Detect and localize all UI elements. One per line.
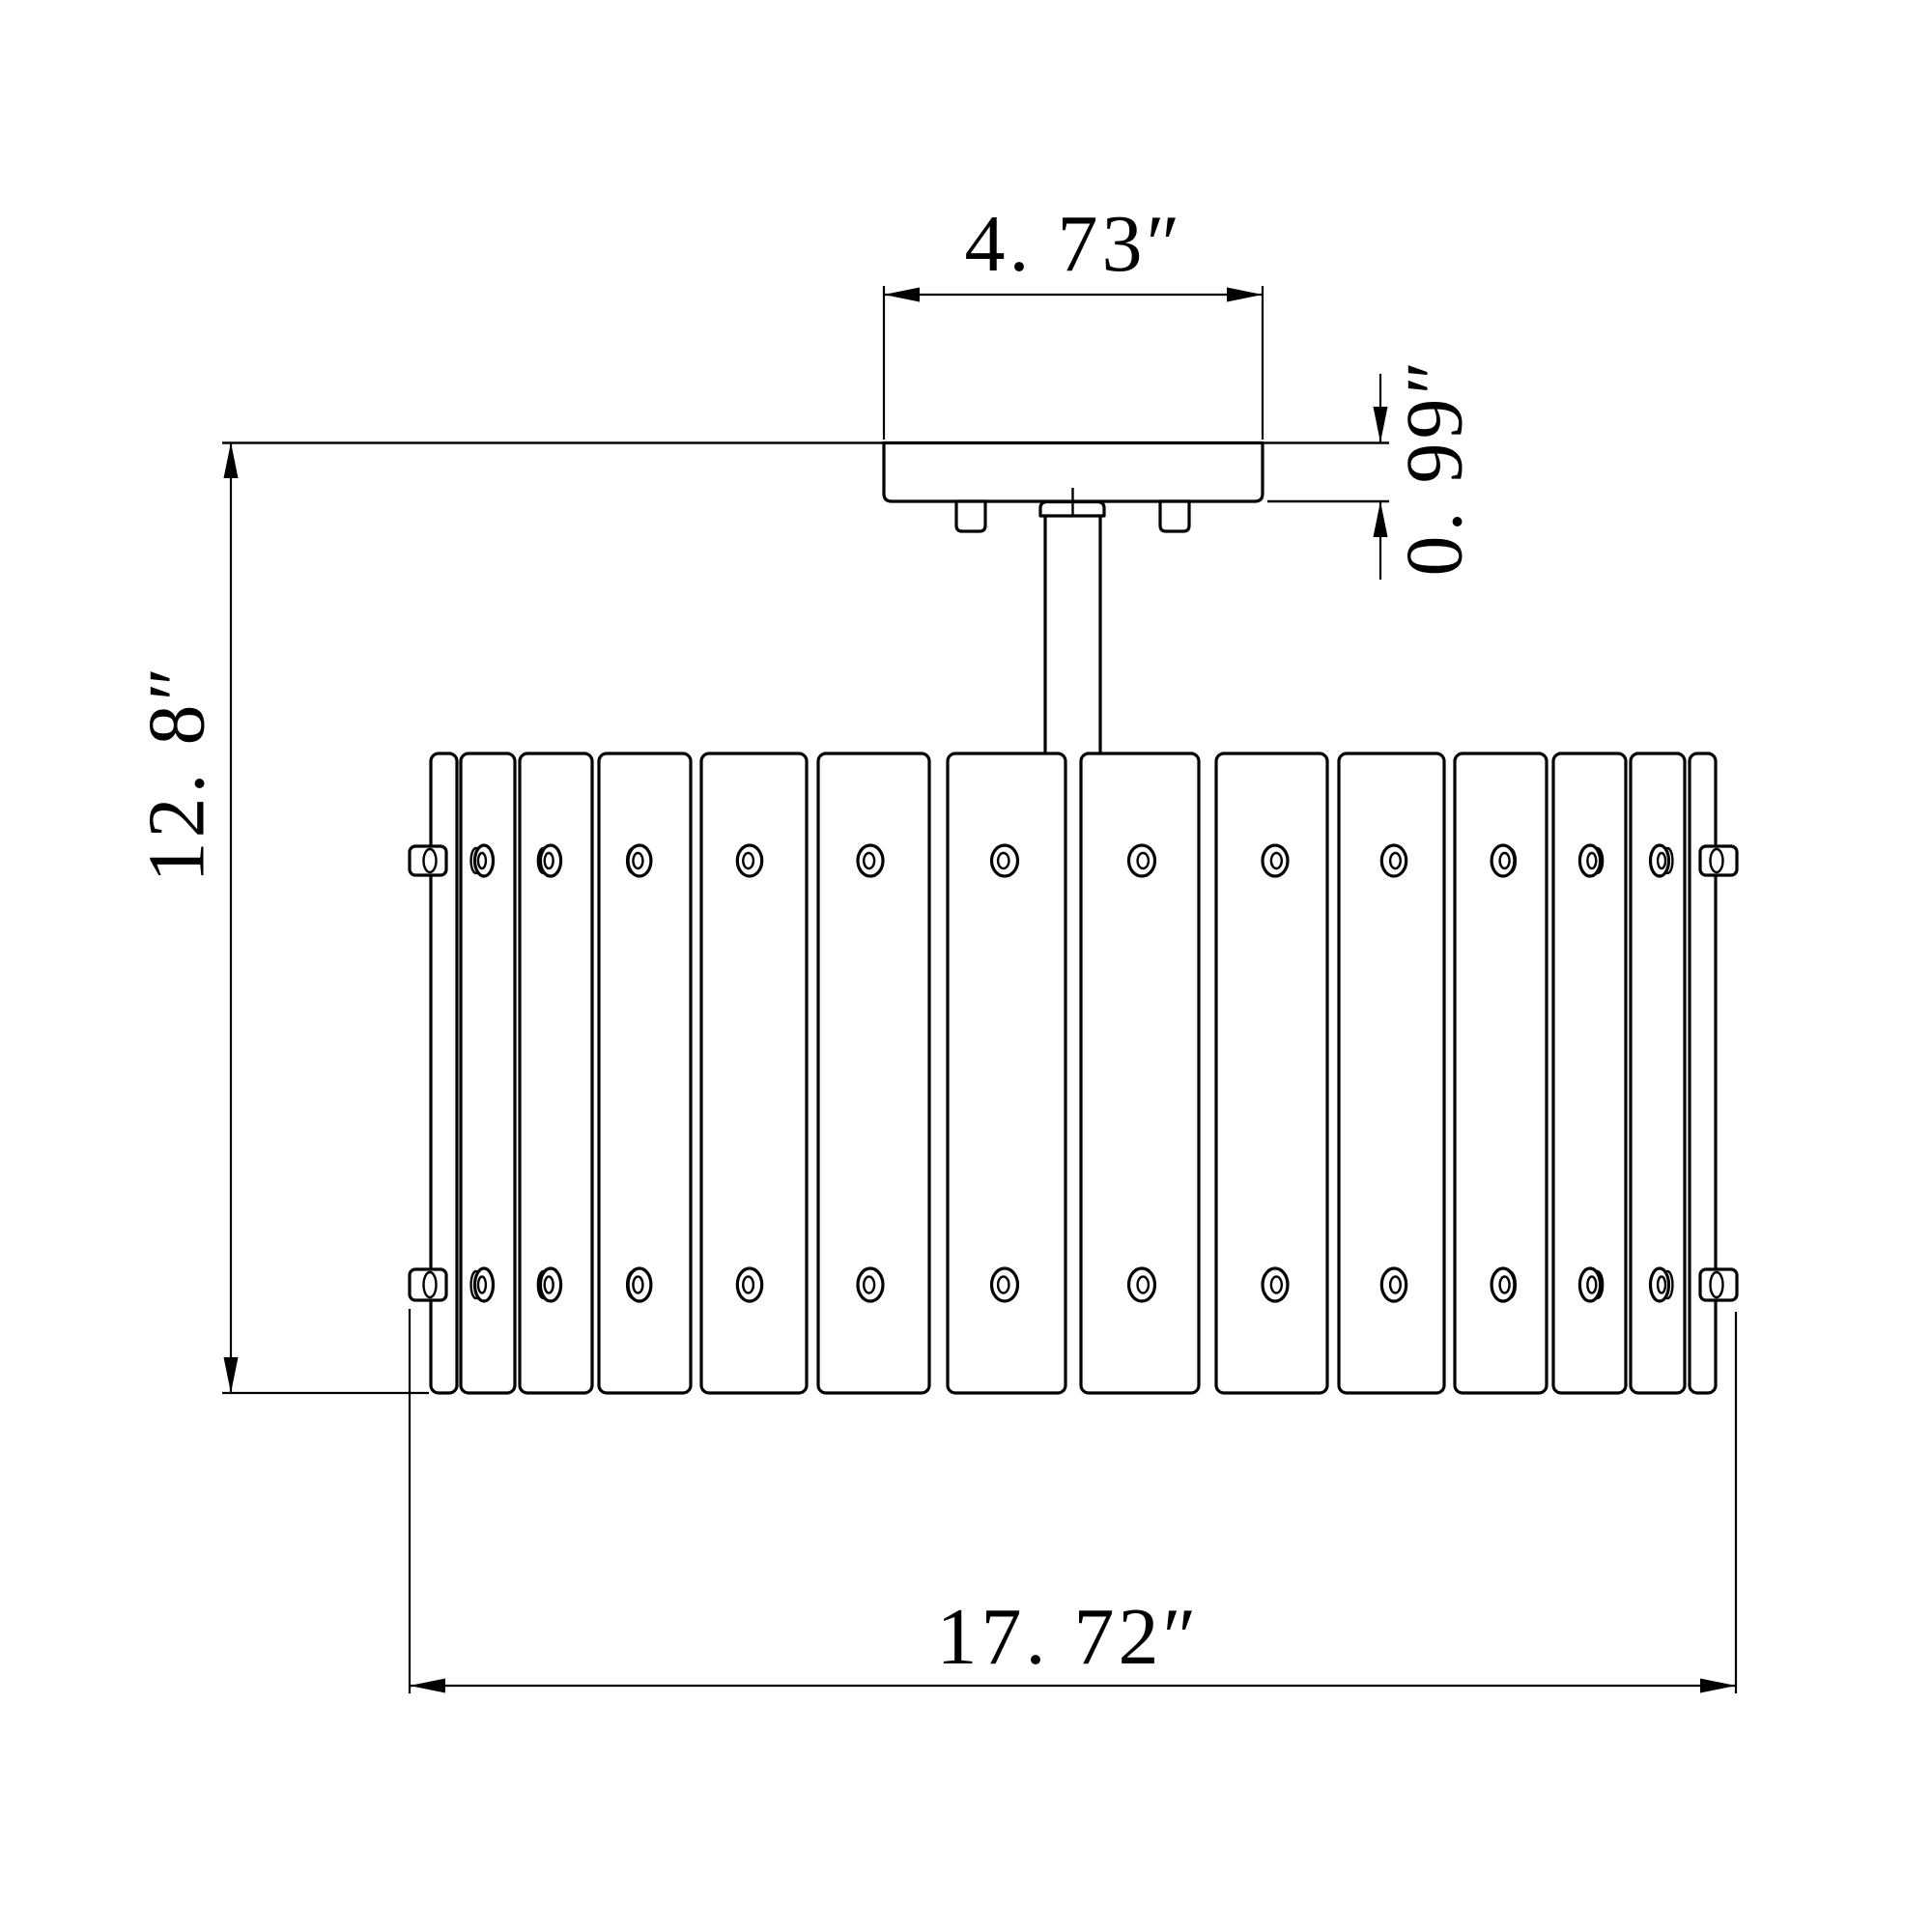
shade-slat xyxy=(1079,752,1201,1395)
screw-hole xyxy=(1656,851,1667,870)
screw-head xyxy=(538,1266,563,1303)
screw-head xyxy=(626,843,653,878)
screw-head xyxy=(989,1266,1020,1303)
shade-slat xyxy=(1337,752,1446,1395)
screw-hole xyxy=(1136,851,1151,870)
screw-head xyxy=(856,843,885,878)
arrowhead-up xyxy=(223,442,239,478)
shade-slat xyxy=(1214,752,1329,1395)
shade-slat xyxy=(459,752,517,1395)
shade-slat xyxy=(1453,752,1548,1395)
arrowhead-left xyxy=(884,287,920,302)
screw-hole xyxy=(1656,1275,1667,1294)
screw-hole xyxy=(1388,1275,1402,1294)
canopy-group xyxy=(222,440,1389,753)
edge-screw-body xyxy=(408,844,448,877)
screw-hole xyxy=(1498,1275,1511,1294)
edge-screw-body xyxy=(1698,844,1739,877)
shade-slat xyxy=(1629,752,1687,1395)
screw-head xyxy=(1490,843,1517,878)
screw-hole xyxy=(543,851,554,870)
shade-slat xyxy=(597,752,693,1395)
canopy-plate xyxy=(882,440,1264,503)
arrowhead-up xyxy=(1373,501,1388,537)
screw-head xyxy=(1379,1266,1408,1303)
drum-shade-screws xyxy=(408,843,1739,1303)
edge-screw-face xyxy=(422,847,438,874)
screw-hole xyxy=(1269,1275,1284,1294)
canopy-tab-right xyxy=(1158,499,1191,533)
edge-screw-face xyxy=(1709,847,1724,874)
edge-screw-face xyxy=(422,1270,438,1299)
arrowhead-left xyxy=(410,1678,445,1693)
canopy-tab-left xyxy=(954,499,987,533)
shade-slat xyxy=(946,752,1067,1395)
shade-slat xyxy=(1688,752,1718,1395)
dimension-canopy-height: 0. 99″ xyxy=(1373,357,1480,580)
edge-screw-body xyxy=(1698,1267,1739,1302)
screw-hole xyxy=(996,851,1010,870)
screw-hole xyxy=(1586,1275,1598,1294)
screw-head xyxy=(1577,1266,1603,1303)
screw-head xyxy=(472,843,496,878)
shade-slat xyxy=(1551,752,1628,1395)
screw-head xyxy=(735,843,764,878)
screw-head xyxy=(1379,843,1408,878)
dimension-canopy-width: 4. 73″ xyxy=(882,199,1264,440)
dim-canopy-width-label: 4. 73″ xyxy=(965,199,1184,289)
arrowhead-right xyxy=(1227,287,1263,302)
screw-hole xyxy=(632,851,644,870)
screw-hole xyxy=(1388,851,1402,870)
shade-slat xyxy=(518,752,594,1395)
screw-hole xyxy=(862,851,876,870)
screw-head xyxy=(1126,1266,1157,1303)
screw-hole xyxy=(543,1275,554,1294)
screw-hole xyxy=(742,851,755,870)
screw-head xyxy=(1577,843,1603,878)
screw-hole xyxy=(996,1275,1010,1294)
screw-hole xyxy=(1269,851,1284,870)
dim-canopy-height-label: 0. 99″ xyxy=(1390,357,1480,577)
screw-head xyxy=(1648,1266,1671,1303)
screw-head xyxy=(1126,843,1157,878)
edge-screw-body xyxy=(408,1267,448,1302)
screw-head xyxy=(856,1266,885,1303)
screw-hole xyxy=(742,1275,755,1294)
screw-head xyxy=(1261,843,1290,878)
arrowhead-down xyxy=(223,1357,239,1393)
screw-head xyxy=(626,1266,653,1303)
screw-hole xyxy=(1586,851,1598,870)
dimension-overall-height: 12. 8″ xyxy=(132,442,429,1395)
screw-head xyxy=(1261,1266,1290,1303)
screw-head xyxy=(989,843,1020,878)
arrowhead-down xyxy=(1373,407,1388,442)
shade-slat xyxy=(429,752,459,1395)
screw-hole xyxy=(476,851,488,870)
shade-slat xyxy=(816,752,931,1395)
screw-head xyxy=(735,1266,764,1303)
screw-hole xyxy=(632,1275,644,1294)
screw-hole xyxy=(1498,851,1511,870)
dim-overall-height-label: 12. 8″ xyxy=(132,664,222,883)
dim-shade-width-label: 17. 72″ xyxy=(937,1592,1201,1682)
edge-screw-face xyxy=(1709,1270,1724,1299)
drum-shade-slats xyxy=(429,752,1718,1395)
screw-hole xyxy=(1136,1275,1151,1294)
screw-head xyxy=(472,1266,496,1303)
screw-hole xyxy=(862,1275,876,1294)
arrowhead-right xyxy=(1700,1678,1736,1693)
screw-head xyxy=(538,843,563,878)
dimension-shade-width: 17. 72″ xyxy=(408,1309,1738,1693)
screw-head xyxy=(1490,1266,1517,1303)
shade-slat xyxy=(699,752,809,1395)
screw-hole xyxy=(476,1275,488,1294)
screw-head xyxy=(1648,843,1671,878)
